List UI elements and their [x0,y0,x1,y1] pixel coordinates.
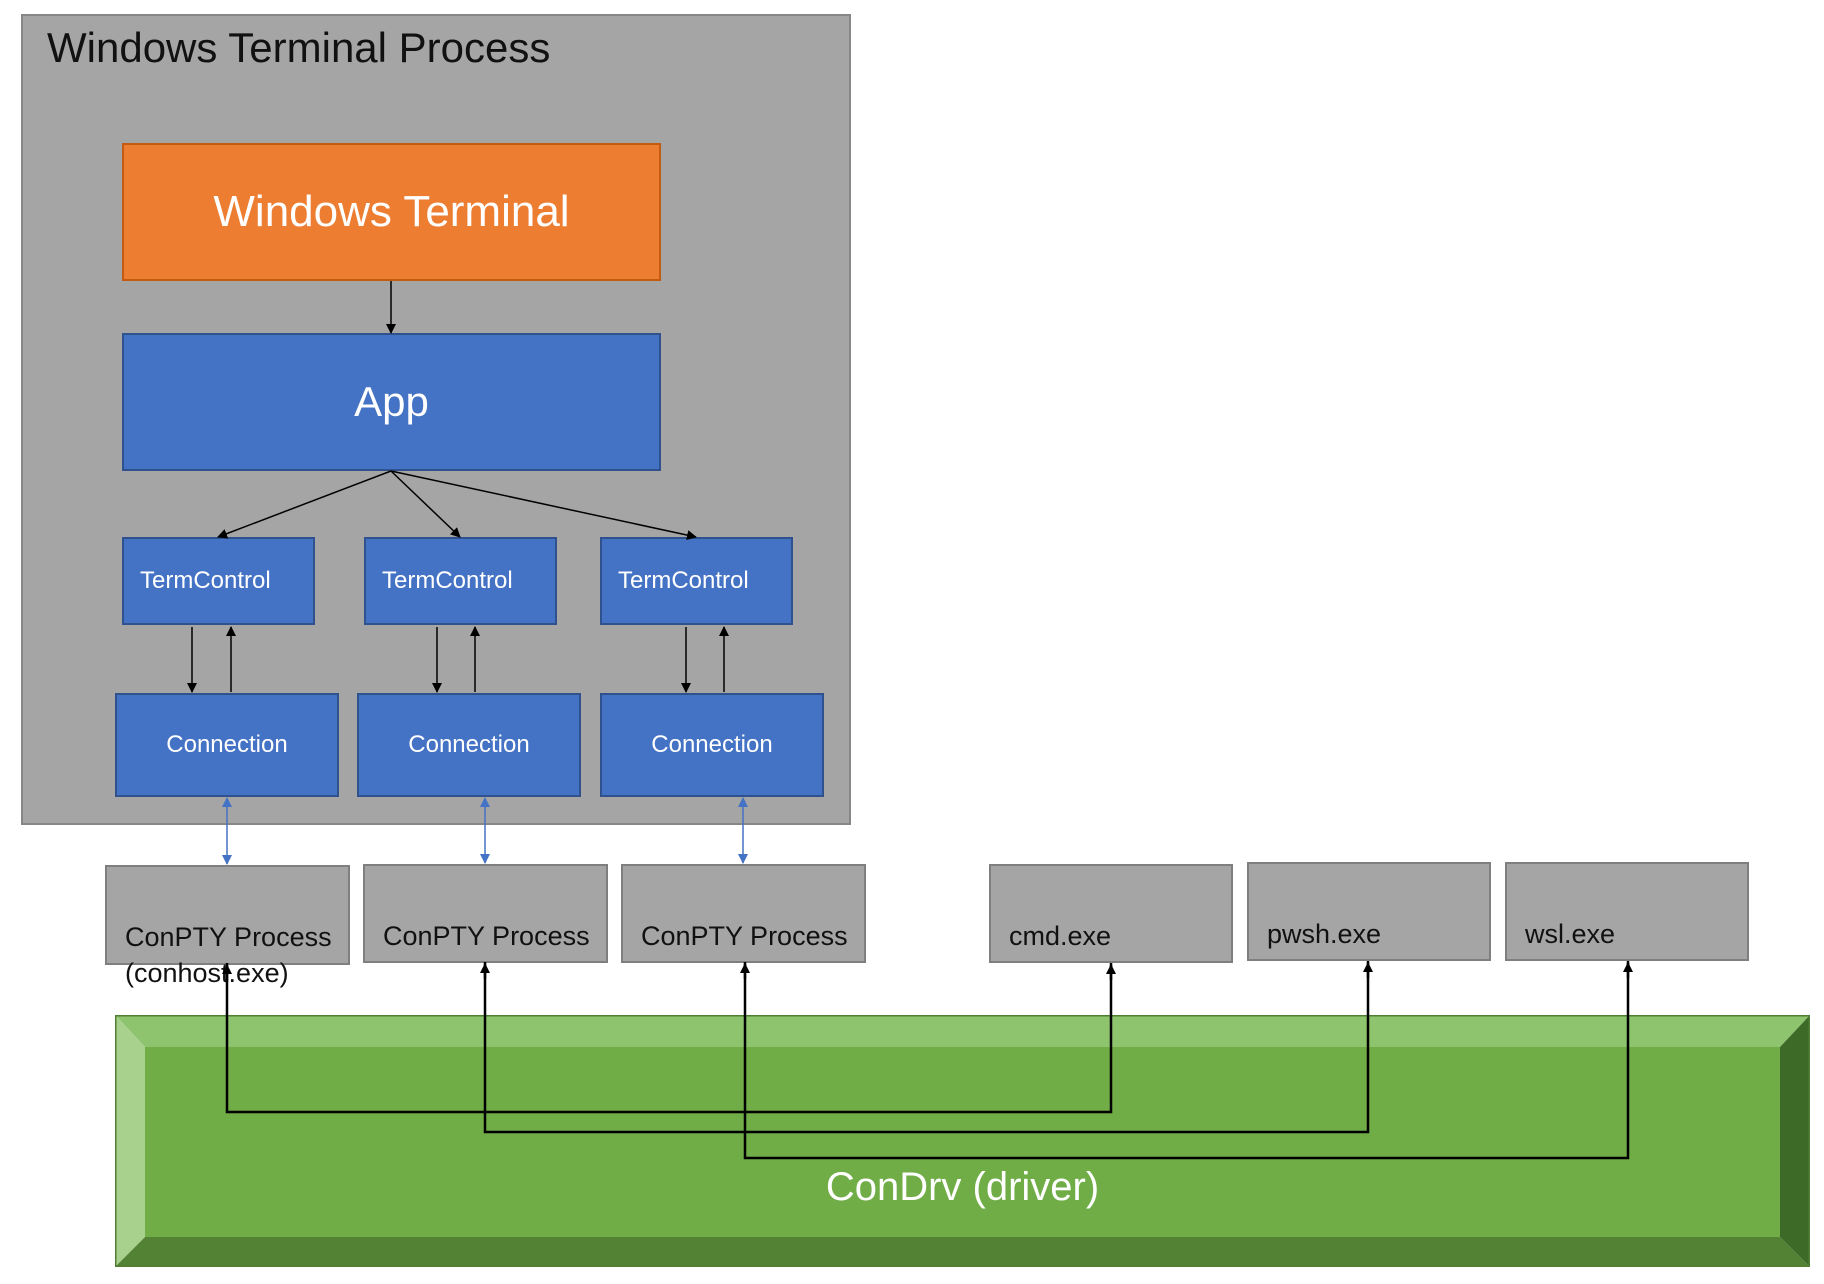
condrv-bevel-bottom [115,1237,1810,1267]
conpty-process-box-1: ConPTY Process (conhost.exe) [105,865,350,988]
windows-terminal-box: Windows Terminal [122,143,661,281]
condrv-bevel-top [115,1015,1810,1047]
connection-label: Connection [408,731,530,758]
app-label: App [354,378,429,425]
connection-box-2: Connection [357,693,581,797]
route-conpty1-cmd [225,963,1113,1114]
termcontrol-label: TermControl [382,567,513,594]
termcontrol-box-1: TermControl [122,537,315,625]
connection-box-3: Connection [600,693,824,797]
conpty-process-label: ConPTY Process [383,921,590,951]
route-conpty2-pwsh [483,961,1370,1134]
connection-label: Connection [166,731,288,758]
conpty-process-label: ConPTY Process (conhost.exe) [125,922,332,988]
termcontrol-label: TermControl [140,567,271,594]
condrv-bevel-right [1780,1015,1810,1267]
condrv-label: ConDrv (driver) [825,1165,1100,1209]
condrv-outline [115,1015,1810,1267]
conpty-process-box-2: ConPTY Process [363,864,608,963]
conpty-process-box-3: ConPTY Process [621,864,866,963]
condrv-bevel-left [115,1015,145,1267]
termcontrol-box-3: TermControl [600,537,793,625]
termcontrol-label: TermControl [618,567,749,594]
condrv-block [115,1015,1810,1267]
arrow-app-to-termcontrol-2 [390,470,461,538]
windows-terminal-label: Windows Terminal [213,187,570,236]
cmd-exe-box: cmd.exe [989,864,1233,963]
route-conpty3-wsl [743,961,1630,1160]
app-box: App [122,333,661,471]
connection-label: Connection [651,731,773,758]
condrv-face [145,1047,1780,1237]
pwsh-exe-box: pwsh.exe [1247,862,1491,961]
termcontrol-box-2: TermControl [364,537,557,625]
arrow-app-to-termcontrol-3 [390,470,697,540]
connection-box-1: Connection [115,693,339,797]
client-process-label: wsl.exe [1525,919,1616,949]
conpty-process-label: ConPTY Process [641,921,848,951]
wsl-exe-box: wsl.exe [1505,862,1749,961]
windows-terminal-process-title: Windows Terminal Process [47,24,551,71]
arrow-app-to-termcontrol-1 [217,470,392,539]
client-process-label: pwsh.exe [1267,919,1382,949]
client-process-label: cmd.exe [1009,921,1112,951]
